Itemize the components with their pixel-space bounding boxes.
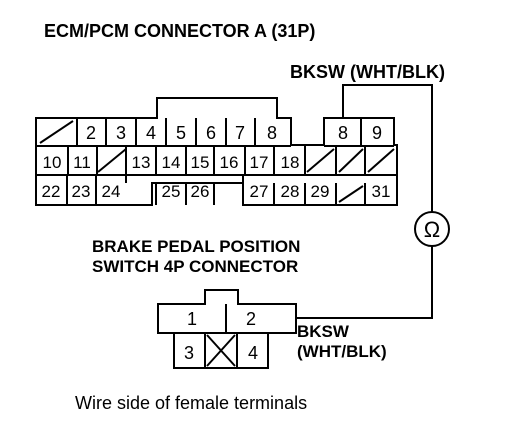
ecm-pin: 5 bbox=[176, 123, 186, 143]
ecm-pin: 3 bbox=[116, 123, 126, 143]
bpp-pin: 4 bbox=[248, 343, 258, 363]
ecm-pin: 4 bbox=[146, 123, 156, 143]
ecm-pin: 9 bbox=[372, 123, 382, 143]
ecm-pin: 8 bbox=[267, 123, 277, 143]
wire-label-top: BKSW (WHT/BLK) bbox=[290, 62, 445, 82]
bpp-pin: 1 bbox=[187, 309, 197, 329]
ecm-empty-cavity-marks bbox=[39, 120, 395, 203]
ecm-pin: 23 bbox=[72, 182, 91, 201]
ecm-pin: 26 bbox=[191, 182, 210, 201]
ecm-pin: 15 bbox=[191, 153, 210, 172]
bpp-empty-cavity-mark bbox=[206, 334, 236, 367]
ecm-pin: 18 bbox=[281, 153, 300, 172]
ecm-pin: 25 bbox=[162, 182, 181, 201]
wire-label-bottom: BKSW (WHT/BLK) bbox=[297, 322, 387, 361]
ecm-pin: 2 bbox=[86, 123, 96, 143]
bksw-wire bbox=[296, 84, 433, 319]
bpp-connector-title: BRAKE PEDAL POSITION SWITCH 4P CONNECTOR bbox=[92, 237, 300, 276]
wire-label-bottom-line1: BKSW bbox=[297, 322, 349, 341]
bpp-title-line1: BRAKE PEDAL POSITION bbox=[92, 237, 301, 256]
bpp-pin: 2 bbox=[246, 309, 256, 329]
ecm-pin: 13 bbox=[132, 153, 151, 172]
ecm-pin: 14 bbox=[162, 153, 181, 172]
bpp-connector-grid bbox=[158, 304, 296, 368]
bpp-pin: 3 bbox=[184, 343, 194, 363]
ecm-row2-grid bbox=[36, 146, 397, 176]
ecm-pin: 16 bbox=[220, 153, 239, 172]
ecm-pin: 22 bbox=[42, 182, 61, 201]
ohm-glyph: Ω bbox=[424, 217, 440, 242]
ecm-pin: 17 bbox=[250, 153, 269, 172]
ecm-pin: 28 bbox=[281, 182, 300, 201]
ecm-pin: 11 bbox=[73, 153, 91, 172]
ecm-row3-grid bbox=[66, 175, 366, 205]
ecm-pin: 31 bbox=[372, 182, 391, 201]
ecm-connector-outline bbox=[35, 97, 398, 206]
ecm-pin: 10 bbox=[43, 153, 62, 172]
ecm-row1-grid bbox=[36, 118, 394, 147]
bpp-title-line2: SWITCH 4P CONNECTOR bbox=[92, 256, 299, 276]
ecm-pin: 24 bbox=[102, 182, 121, 201]
ecm-pin: 29 bbox=[311, 182, 330, 201]
ecm-pin: 27 bbox=[250, 182, 269, 201]
ecm-pin: 8 bbox=[338, 123, 348, 143]
ohmmeter-symbol bbox=[414, 211, 450, 247]
ecm-pin: 7 bbox=[235, 123, 245, 143]
wire-label-bottom-line2: (WHT/BLK) bbox=[297, 341, 387, 361]
ecm-connector-title: ECM/PCM CONNECTOR A (31P) bbox=[44, 21, 316, 41]
footer-note: Wire side of female terminals bbox=[75, 393, 308, 413]
ecm-pin: 6 bbox=[206, 123, 216, 143]
